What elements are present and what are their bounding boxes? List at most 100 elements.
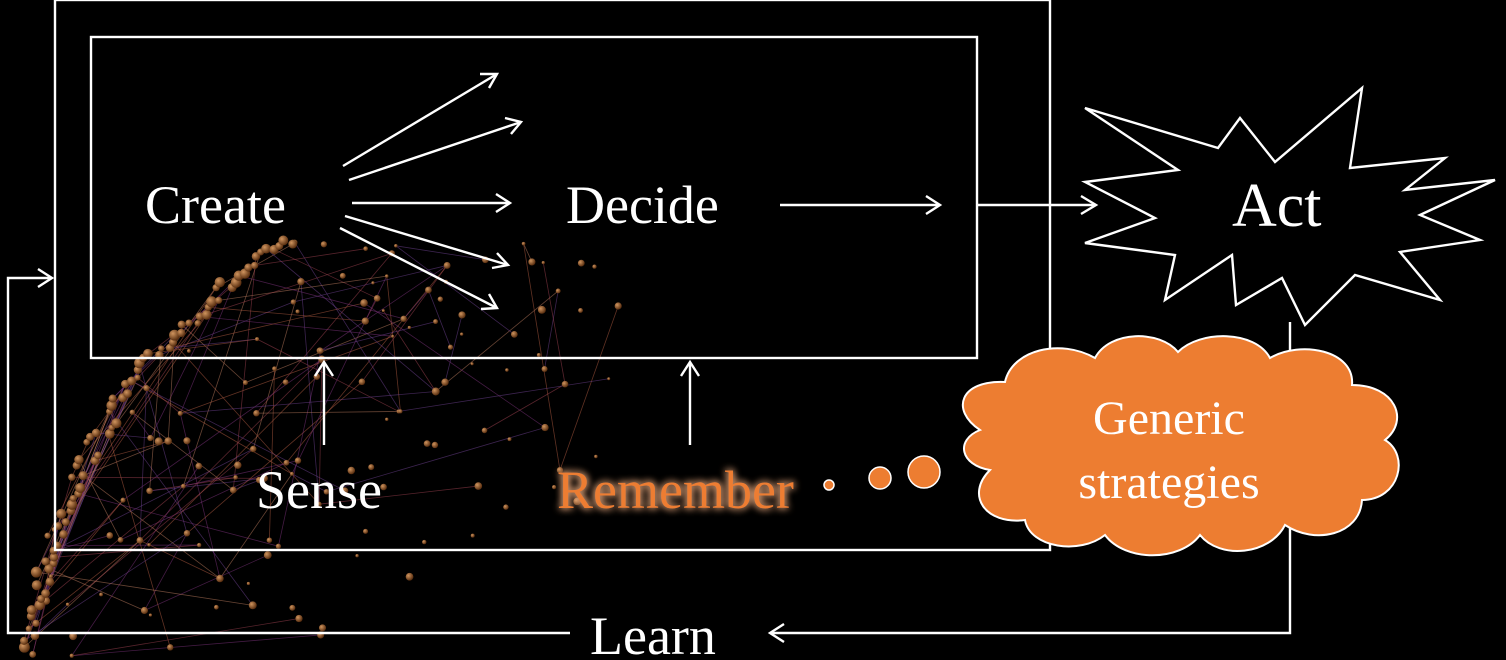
network-link bbox=[403, 289, 429, 320]
network-node bbox=[261, 243, 271, 254]
network-link bbox=[24, 540, 141, 648]
thought-dot-large bbox=[907, 455, 941, 489]
network-node bbox=[20, 636, 29, 645]
network-node bbox=[83, 438, 90, 446]
network-link bbox=[40, 369, 139, 600]
network-node bbox=[206, 296, 218, 308]
sense-label: Sense bbox=[256, 460, 382, 520]
network-link bbox=[386, 276, 401, 412]
network-link bbox=[268, 368, 275, 541]
network-node bbox=[91, 428, 101, 438]
network-link bbox=[278, 350, 322, 547]
network-link bbox=[77, 493, 279, 547]
network-link bbox=[53, 535, 110, 552]
network-link bbox=[218, 275, 387, 301]
network-node bbox=[358, 378, 366, 386]
network-node bbox=[229, 486, 237, 494]
remember-arrow bbox=[679, 359, 701, 445]
network-link bbox=[71, 465, 200, 656]
network-node bbox=[104, 428, 115, 439]
network-node bbox=[186, 349, 191, 353]
network-node bbox=[295, 309, 300, 314]
network-node bbox=[363, 528, 369, 534]
network-globe-decoration bbox=[18, 235, 622, 658]
network-node bbox=[541, 365, 548, 372]
network-link bbox=[82, 440, 169, 476]
network-node bbox=[521, 241, 526, 246]
network-link bbox=[319, 321, 436, 352]
learn-label: Learn bbox=[590, 606, 716, 660]
network-node bbox=[44, 564, 54, 574]
network-node bbox=[54, 522, 63, 530]
network-node bbox=[134, 374, 141, 381]
network-link bbox=[318, 359, 323, 505]
network-link bbox=[144, 533, 188, 611]
network-node bbox=[431, 441, 439, 449]
network-node bbox=[282, 379, 289, 385]
thought-dot-medium bbox=[868, 466, 892, 490]
network-link bbox=[149, 477, 265, 492]
sense-arrow bbox=[313, 359, 335, 445]
network-node bbox=[577, 259, 585, 267]
network-link bbox=[24, 434, 109, 648]
network-node bbox=[214, 276, 226, 288]
network-link bbox=[131, 380, 346, 492]
network-node bbox=[248, 601, 257, 610]
network-node bbox=[196, 542, 202, 548]
network-node bbox=[253, 410, 260, 417]
network-link bbox=[167, 335, 175, 442]
network-node bbox=[290, 471, 294, 476]
network-node bbox=[147, 543, 151, 547]
network-node bbox=[158, 345, 165, 352]
network-node bbox=[507, 437, 512, 442]
network-node bbox=[108, 394, 117, 403]
network-link bbox=[109, 411, 254, 606]
network-node bbox=[44, 532, 51, 539]
network-link bbox=[159, 301, 294, 356]
network-link bbox=[363, 302, 546, 428]
network-node bbox=[234, 461, 242, 469]
network-link bbox=[148, 376, 318, 546]
network-link bbox=[180, 391, 436, 414]
network-link bbox=[131, 412, 151, 439]
network-node bbox=[441, 378, 449, 386]
decide-label: Decide bbox=[566, 175, 719, 235]
network-node bbox=[68, 473, 76, 481]
network-node bbox=[431, 387, 440, 396]
network-node bbox=[194, 320, 202, 327]
network-link bbox=[361, 265, 448, 383]
act-burst-shape bbox=[1081, 85, 1496, 328]
network-node bbox=[381, 309, 385, 313]
network-node bbox=[594, 454, 598, 459]
network-link bbox=[484, 383, 566, 431]
network-link bbox=[179, 287, 233, 414]
network-link bbox=[139, 540, 221, 579]
strategy-cloud-shape bbox=[961, 335, 1400, 557]
network-node bbox=[250, 445, 257, 453]
network-link bbox=[559, 305, 619, 471]
network-node bbox=[117, 537, 124, 543]
network-link bbox=[67, 448, 254, 605]
network-link bbox=[300, 281, 320, 505]
network-link bbox=[138, 362, 188, 534]
network-link bbox=[71, 634, 321, 657]
network-node bbox=[385, 274, 389, 278]
network-node bbox=[69, 632, 78, 641]
network-node bbox=[460, 332, 464, 336]
network-link bbox=[273, 249, 378, 299]
network-link bbox=[186, 381, 363, 534]
network-node bbox=[407, 325, 411, 330]
network-node bbox=[169, 329, 180, 341]
network-node bbox=[216, 574, 224, 583]
network-node bbox=[31, 580, 42, 591]
network-link bbox=[435, 290, 559, 392]
network-node bbox=[164, 437, 172, 445]
network-link bbox=[24, 504, 73, 648]
network-link bbox=[49, 460, 96, 582]
network-link bbox=[120, 462, 287, 541]
network-node bbox=[185, 319, 193, 327]
network-link bbox=[34, 604, 68, 637]
network-link bbox=[71, 618, 300, 657]
network-node bbox=[48, 574, 53, 579]
network-link bbox=[265, 248, 437, 392]
